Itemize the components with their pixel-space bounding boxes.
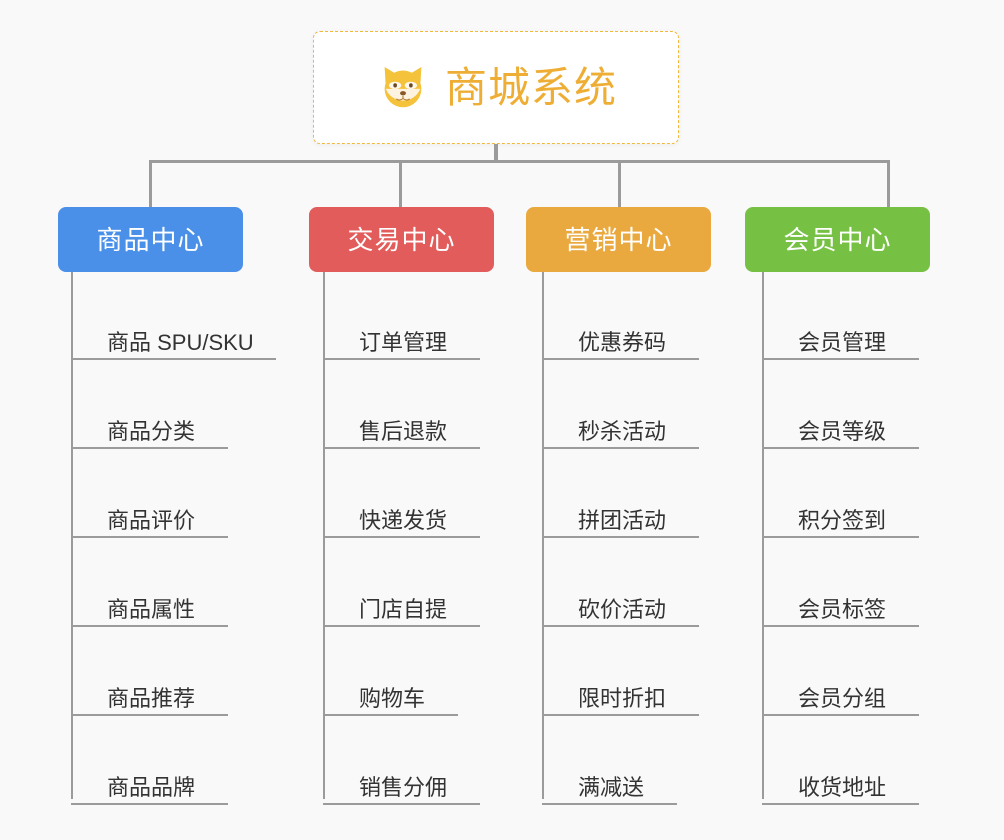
leaf-item-label: 会员等级 (798, 419, 887, 444)
leaf-item[interactable]: 拼团活动 (542, 508, 699, 538)
shiba-dog-face-icon (384, 66, 422, 107)
leaf-item-label: 限时折扣 (578, 686, 667, 711)
leaf-item[interactable]: 售后退款 (323, 419, 480, 449)
leaf-item[interactable]: 快递发货 (323, 508, 480, 538)
leaf-item[interactable]: 商品 SPU/SKU (71, 330, 276, 360)
leaf-item-label: 商品评价 (107, 508, 196, 533)
leaf-item[interactable]: 砍价活动 (542, 597, 699, 627)
leaf-item[interactable]: 限时折扣 (542, 686, 699, 716)
leaf-item[interactable]: 收货地址 (762, 775, 919, 805)
category-header-product-center[interactable]: 商品中心 (58, 207, 243, 272)
leaf-item[interactable]: 订单管理 (323, 330, 480, 360)
connector-drop-member-center (887, 160, 890, 208)
category-header-trade-center[interactable]: 交易中心 (309, 207, 494, 272)
connector-spine-member-center (762, 272, 764, 799)
leaf-item-label: 售后退款 (359, 419, 448, 444)
leaf-item-label: 销售分佣 (359, 775, 448, 800)
leaf-item-label: 拼团活动 (578, 508, 667, 533)
connector-drop-trade-center (399, 160, 402, 208)
leaf-item-label: 快递发货 (359, 508, 448, 533)
leaf-item[interactable]: 会员等级 (762, 419, 919, 449)
leaf-item[interactable]: 商品评价 (71, 508, 228, 538)
leaf-item-label: 门店自提 (359, 597, 448, 622)
leaf-item[interactable]: 销售分佣 (323, 775, 480, 805)
leaf-item-label: 收货地址 (798, 775, 887, 800)
category-header-member-center[interactable]: 会员中心 (745, 207, 930, 272)
category-label-marketing-center: 营销中心 (564, 224, 673, 255)
category-header-marketing-center[interactable]: 营销中心 (526, 207, 711, 272)
leaf-item-label: 优惠券码 (578, 330, 667, 355)
leaf-item-label: 商品 SPU/SKU (107, 330, 254, 355)
root-node-title: 商城系统 (444, 63, 617, 111)
leaf-item[interactable]: 积分签到 (762, 508, 919, 538)
connector-drop-product-center (149, 160, 152, 208)
leaf-item[interactable]: 商品属性 (71, 597, 228, 627)
connector-root-trunk (494, 144, 498, 163)
connector-spine-trade-center (323, 272, 325, 799)
connector-spine-product-center (71, 272, 73, 799)
root-node-shop-system[interactable]: 商城系统 (313, 31, 679, 144)
leaf-item[interactable]: 购物车 (323, 686, 458, 716)
leaf-item[interactable]: 门店自提 (323, 597, 480, 627)
leaf-item[interactable]: 商品分类 (71, 419, 228, 449)
leaf-item[interactable]: 会员标签 (762, 597, 919, 627)
leaf-item-label: 会员标签 (798, 597, 887, 622)
leaf-item-label: 商品品牌 (107, 775, 196, 800)
leaf-item-label: 购物车 (359, 686, 426, 711)
leaf-item-label: 商品属性 (107, 597, 196, 622)
leaf-item-label: 商品分类 (107, 419, 196, 444)
leaf-item[interactable]: 满减送 (542, 775, 677, 805)
leaf-item[interactable]: 会员分组 (762, 686, 919, 716)
leaf-item-label: 会员分组 (798, 686, 887, 711)
leaf-item[interactable]: 商品推荐 (71, 686, 228, 716)
category-label-product-center: 商品中心 (96, 224, 205, 255)
category-label-member-center: 会员中心 (783, 224, 892, 255)
leaf-item[interactable]: 优惠券码 (542, 330, 699, 360)
leaf-item-label: 会员管理 (798, 330, 887, 355)
category-label-trade-center: 交易中心 (347, 224, 456, 255)
connector-horizontal-bus (150, 160, 890, 163)
leaf-item[interactable]: 会员管理 (762, 330, 919, 360)
connector-drop-marketing-center (618, 160, 621, 208)
leaf-item-label: 满减送 (578, 775, 645, 800)
leaf-item[interactable]: 商品品牌 (71, 775, 228, 805)
leaf-item-label: 积分签到 (798, 508, 887, 533)
connector-spine-marketing-center (542, 272, 544, 799)
leaf-item-label: 订单管理 (359, 330, 448, 355)
leaf-item-label: 商品推荐 (107, 686, 196, 711)
leaf-item-label: 砍价活动 (578, 597, 667, 622)
root-node-content: 商城系统 (375, 60, 617, 116)
leaf-item-label: 秒杀活动 (578, 419, 667, 444)
leaf-item[interactable]: 秒杀活动 (542, 419, 699, 449)
